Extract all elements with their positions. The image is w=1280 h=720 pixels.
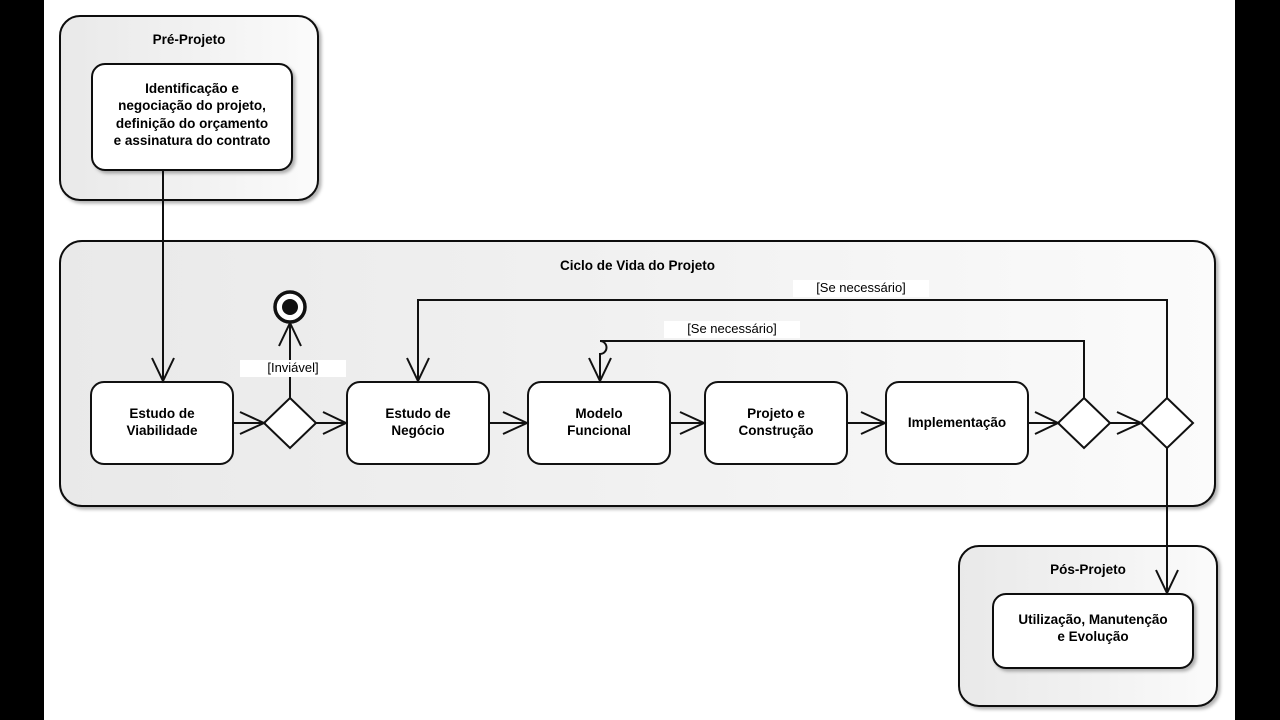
flow-decision-to-negocio [316,411,349,435]
guard-se-necessario-1-label: [Se necessário] [664,321,800,338]
flow-decision1-to-decision2 [1110,411,1144,435]
activity-identificacao-shape[interactable] [91,63,293,171]
group-pos-projeto-title: Pós-Projeto [1050,562,1126,577]
guard-se-necessario-2-label: [Se necessário] [793,280,929,297]
flow-projeto-to-implementacao [847,411,888,435]
decision-1[interactable] [1056,396,1112,450]
flow-implementacao-to-decision1 [1028,411,1061,435]
flow-modelo-to-projeto [670,411,707,435]
flow-negocio-to-modelo [489,411,530,435]
activity-projeto-label: Projeto e Construção [738,406,814,439]
flow-decision2-to-utilizacao [1155,448,1179,596]
activity-implementacao-label: Implementação [907,415,1007,430]
flow-viabilidade-to-decision [233,411,267,435]
group-ciclo-de-vida-frame [59,240,1216,507]
diagram-vector-layer [59,15,1218,707]
group-pre-projeto-title: Pré-Projeto [152,32,226,47]
guard-inviavel-label: [Inviável] [240,360,346,377]
group-pre-projeto [59,15,319,201]
group-ciclo-de-vida-title: Ciclo de Vida do Projeto [559,258,716,273]
flow-identificacao-to-viabilidade [151,170,175,384]
diagram-canvas: Pré-Projeto Ciclo de Vida do Projeto Pós… [44,0,1235,720]
activity-utilizacao-shape[interactable] [992,593,1194,669]
activity-negocio-label: Estudo de Negócio [385,406,451,439]
decision-viabilidade[interactable] [262,396,318,450]
activity-viabilidade-label: Estudo de Viabilidade [126,406,198,439]
group-pos-projeto [958,545,1218,707]
activity-modelo-label: Modelo Funcional [567,406,631,439]
flow-decision1-to-modelo [588,340,1085,398]
activity-identificacao-label: Identificação e negociação do projeto, d… [113,81,271,148]
flow-decision2-to-negocio [406,299,1168,398]
activity-utilizacao-label: Utilização, Manutenção e Evolução [1018,612,1168,645]
final-node[interactable] [273,290,307,324]
group-ciclo-de-vida [59,240,1216,507]
